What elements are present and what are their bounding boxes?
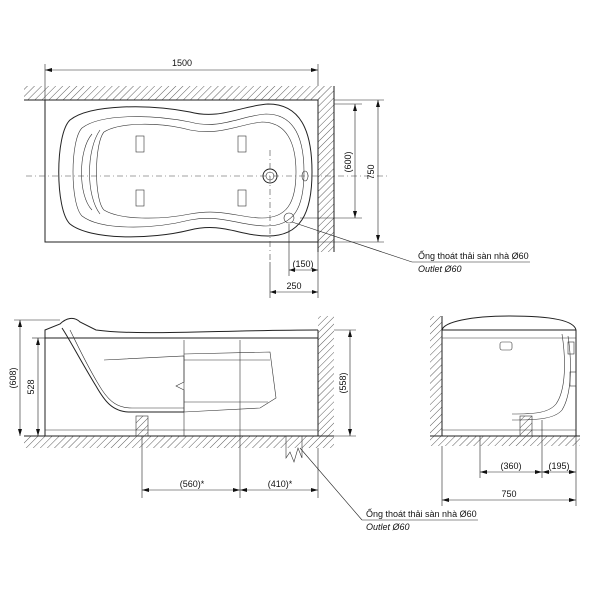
dim-end-a-label: (360): [500, 461, 521, 471]
bath-body-end: [441, 315, 577, 436]
wall-hatch-right: [318, 86, 334, 252]
side-view: (608) 528 (558) (560)* (410)* Ống thoát …: [8, 316, 478, 532]
dim-leg-b-label: (410)*: [268, 479, 293, 489]
grip-pad-2: [135, 189, 145, 207]
dim-leg-a-label: (560)*: [180, 479, 205, 489]
wall-hatch-top: [24, 86, 320, 100]
grip-pad-3: [237, 135, 247, 153]
support-block-end: [520, 416, 532, 436]
grip-pad-1: [135, 135, 145, 153]
top-view: 1500 (600) 750 (150) 250 Ống thoát thải …: [24, 58, 530, 298]
dim-total-height-label: (608): [8, 367, 18, 388]
outlet-leader-side: [299, 447, 363, 521]
outlet-leader-top: [291, 221, 413, 263]
outlet-marker-top: [283, 212, 295, 224]
dim-end-b-label: (195): [548, 461, 569, 471]
drain-pipe-side: [285, 436, 303, 463]
floor-hatch-side: [24, 436, 334, 448]
dim-rim-height-label: 528: [26, 379, 36, 394]
outlet-label-vi-top: Ống thoát thải sàn nhà Ø60: [418, 250, 529, 261]
wall-hatch-end: [430, 316, 442, 436]
bathtub-outline-top: [44, 99, 319, 243]
dim-wall-height-label: (558): [338, 372, 348, 393]
dim-end-width-label: 750: [501, 489, 516, 499]
grip-pad-4: [237, 189, 247, 207]
end-view: (360) (195) 750: [430, 315, 580, 506]
floor-hatch-end: [430, 436, 580, 446]
outlet-label-en-top: Outlet Ø60: [418, 264, 462, 274]
dim-drain-x-label: 250: [286, 281, 301, 291]
wall-hatch-side: [318, 316, 334, 436]
bowl-outer-contour: [58, 103, 313, 238]
dim-length-label: 1500: [172, 58, 192, 68]
bath-body-side: [44, 317, 319, 436]
outlet-label-vi-side: Ống thoát thải sàn nhà Ø60: [366, 508, 477, 519]
support-block-side: [136, 416, 148, 436]
dim-inner-width-label: (600): [343, 151, 353, 172]
outlet-label-en-side: Outlet Ø60: [366, 522, 410, 532]
dim-drain-offset-label: (150): [292, 259, 313, 269]
dim-width-label: 750: [366, 164, 376, 179]
